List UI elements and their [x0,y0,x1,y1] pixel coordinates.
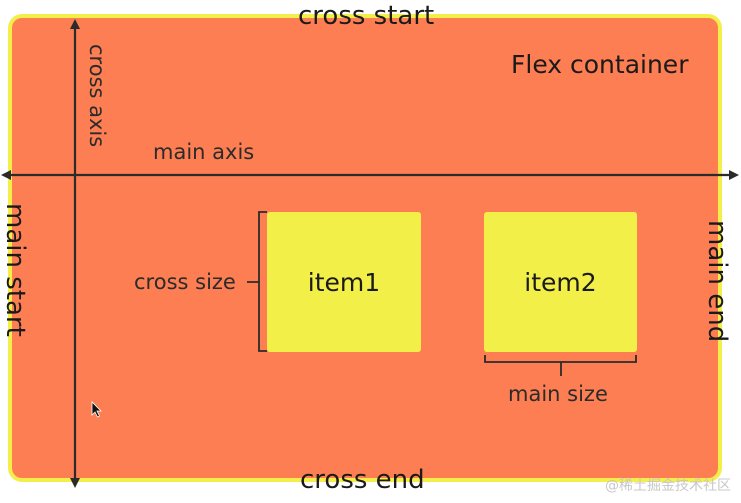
main-start-label: main start [0,203,30,337]
item1-label: item1 [307,267,381,297]
mouse-cursor-icon [91,401,102,418]
main-axis-label: main axis [153,140,255,164]
cross-axis-label: cross axis [85,44,109,148]
watermark: @稀土掘金技术社区 [605,478,731,494]
main-end-label: main end [702,220,732,343]
cross-start-label: cross start [298,1,435,31]
cross-size-bracket [247,211,267,352]
container-label: Flex container [511,50,689,79]
flex-item-2: item2 [484,212,637,352]
cross-end-label: cross end [300,465,425,495]
cross-size-label: cross size [134,270,236,294]
main-size-bracket [484,355,637,376]
main-size-label: main size [508,382,608,406]
flex-item-1: item1 [267,212,421,352]
item2-label: item2 [524,267,597,297]
